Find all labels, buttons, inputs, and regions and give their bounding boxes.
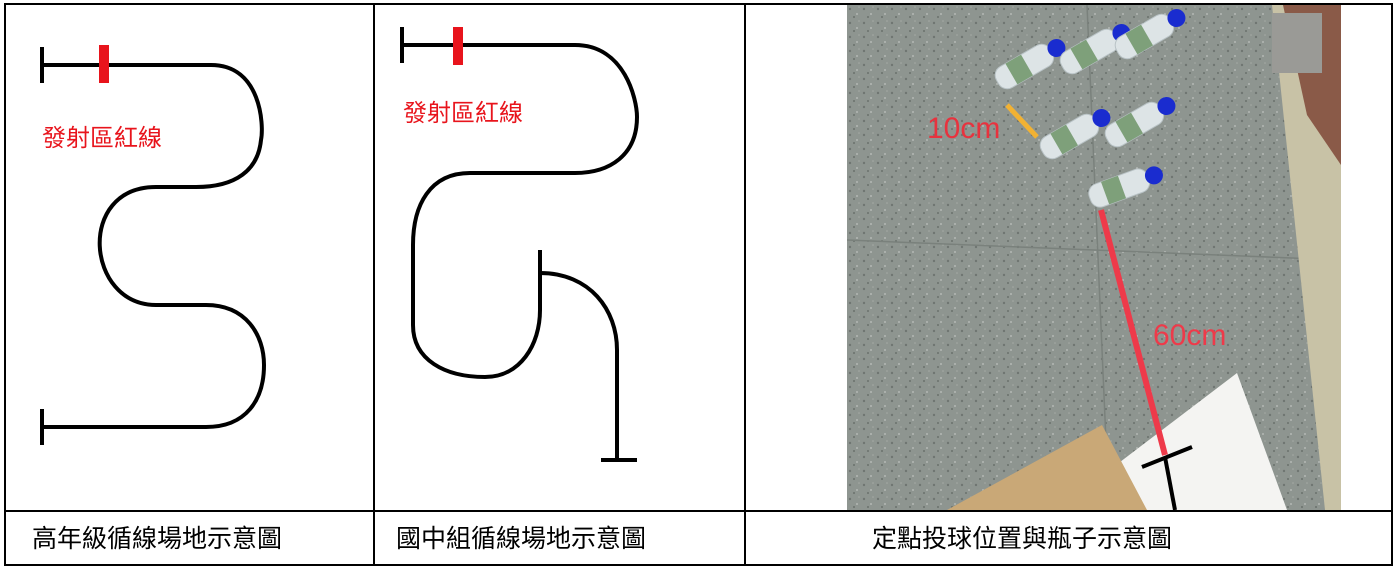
bottle-group (994, 9, 1186, 208)
cork-board (947, 425, 1147, 510)
table-row-divider (4, 510, 1393, 512)
launch-zone-label: 發射區紅線 (42, 124, 162, 152)
track-line (42, 63, 266, 429)
caption-junior-high: 國中組循線場地示意圖 (396, 524, 647, 553)
gap-marker-10cm (1005, 103, 1039, 139)
track-diagram-junior-high: 發射區紅線 (375, 5, 744, 510)
table-col-divider-1 (373, 3, 375, 566)
launch-red-marker (453, 27, 463, 65)
launch-zone-label: 發射區紅線 (403, 99, 523, 127)
photo-illustration: 10cm 60cm (847, 5, 1341, 510)
tile-seam (1086, 5, 1110, 510)
table-border-top (4, 3, 1393, 5)
track-path-upper-grade (40, 45, 266, 445)
track-diagram-upper-grade: 發射區紅線 (6, 5, 373, 510)
bottle-layout-photo: 10cm 60cm (847, 5, 1341, 510)
floor (847, 5, 1341, 510)
throw-position-stem (1163, 456, 1177, 510)
distance-marker-60cm (1098, 209, 1168, 456)
wall-block (1272, 13, 1322, 73)
caption-upper-grade: 高年級循線場地示意圖 (32, 524, 283, 553)
label-60cm: 60cm (1153, 319, 1226, 352)
table-border-right (1391, 3, 1393, 566)
caption-bottle-layout: 定點投球位置與瓶子示意圖 (872, 524, 1173, 553)
track-path-junior-high (400, 27, 639, 462)
table-border-bottom (4, 564, 1393, 566)
tile-seam (847, 239, 1341, 261)
table-border-left (4, 3, 6, 566)
figure-table: 發射區紅線 發射區紅線 (4, 3, 1393, 566)
launch-red-marker (99, 45, 109, 83)
label-10cm: 10cm (927, 112, 1000, 145)
table-col-divider-2 (744, 3, 746, 566)
